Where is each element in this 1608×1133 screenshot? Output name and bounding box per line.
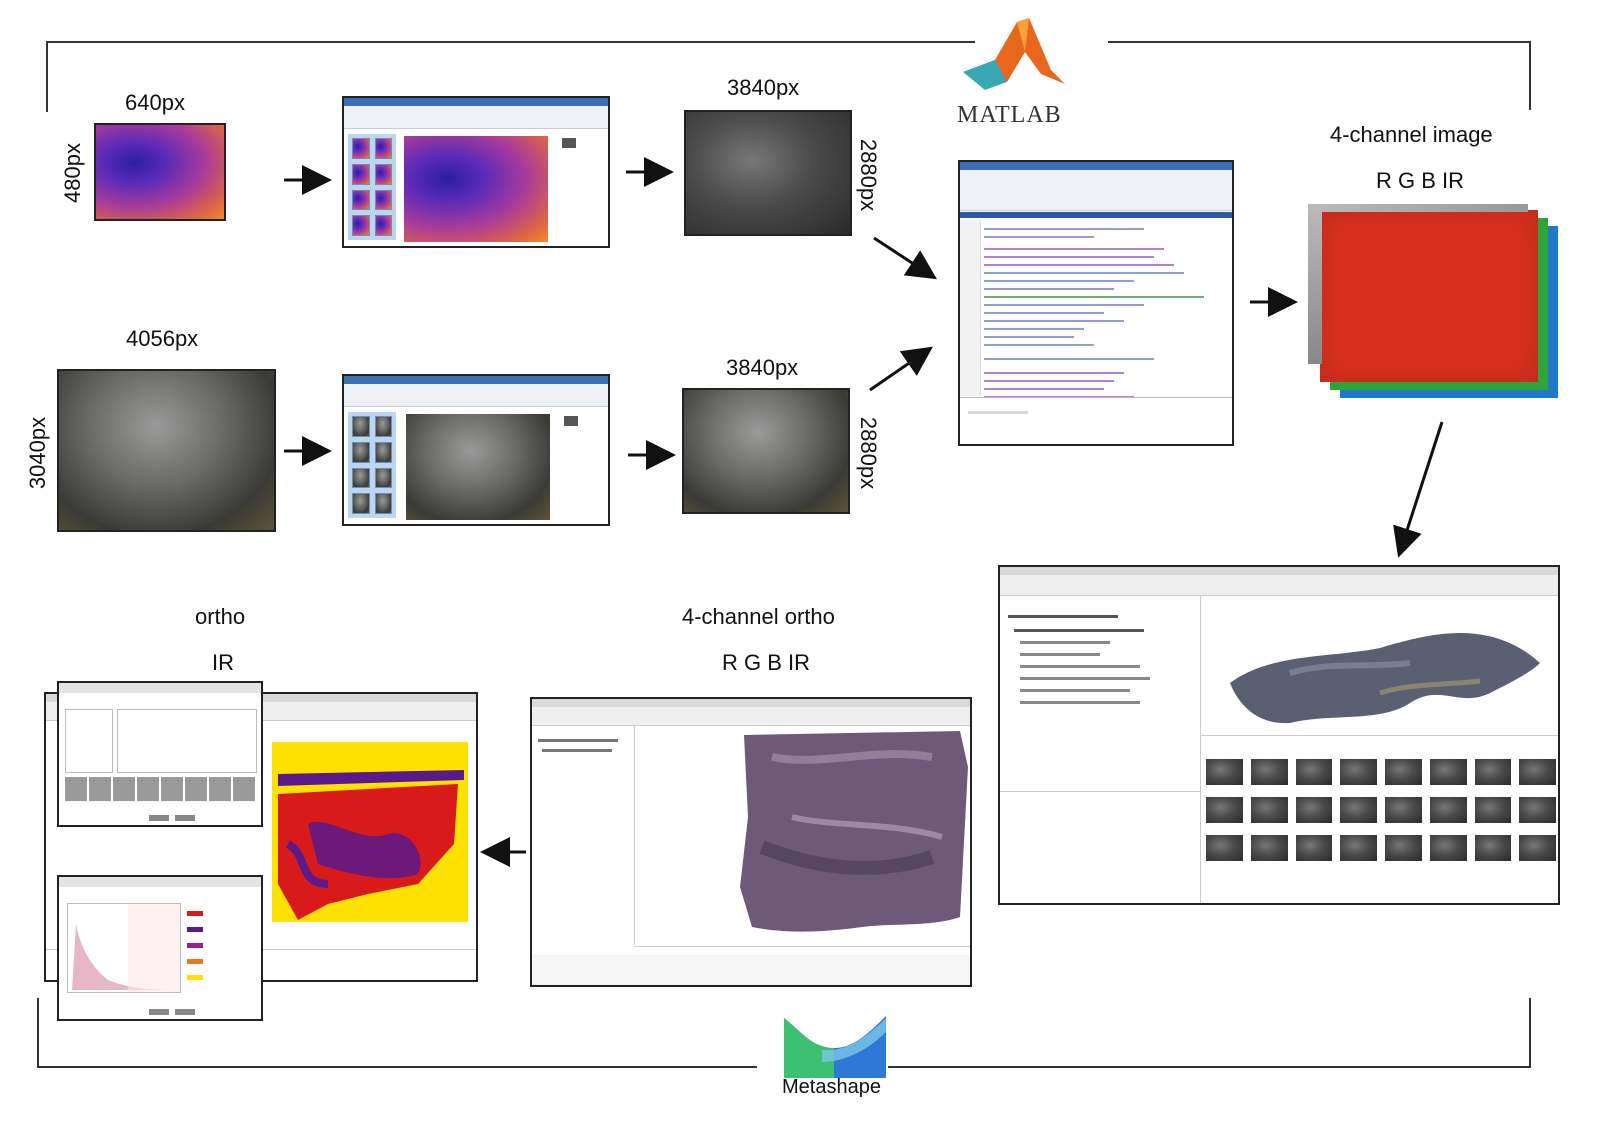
thermal-output-width-label: 3840px — [727, 75, 800, 100]
matlab-logo-text: MATLAB — [957, 102, 1062, 128]
four-channel-ortho-title: 4-channel ortho — [682, 604, 835, 629]
thermal-processing-window — [342, 96, 610, 248]
rgb-processing-window — [342, 374, 610, 526]
thermal-output-image — [684, 110, 852, 236]
rgb-output-image — [682, 388, 850, 514]
four-channel-image-stack — [1308, 204, 1560, 404]
four-channel-image-title: 4-channel image — [1330, 122, 1493, 147]
thermal-input-image — [94, 123, 226, 221]
thermal-output-height-label: 2880px — [856, 138, 881, 212]
raster-calculator-dialog-bottom — [57, 875, 263, 1021]
four-channel-image-bands: R G B IR — [1376, 168, 1465, 193]
rgb-input-width-label: 4056px — [126, 326, 199, 351]
rgb-input-height-label: 3040px — [25, 416, 50, 490]
thermal-input-width-label: 640px — [125, 90, 185, 115]
four-channel-ortho-bands: R G B IR — [722, 650, 811, 675]
ir-ortho-title: ortho — [195, 604, 246, 629]
matlab-logo-icon — [963, 18, 1065, 90]
metashape-logo: Metashape — [782, 1012, 888, 1104]
metashape-logo-text: Metashape — [782, 1076, 881, 1098]
metashape-photo-grid — [1206, 759, 1556, 861]
matlab-editor-window — [958, 160, 1234, 446]
ir-ortho-bands: IR — [212, 650, 234, 675]
matlab-logo: MATLAB — [955, 12, 1075, 132]
rgb-output-width-label: 3840px — [726, 355, 799, 380]
rgb-input-image — [57, 369, 276, 532]
metashape-logo-icon — [784, 1016, 886, 1078]
rgb-output-height-label: 2880px — [856, 416, 881, 490]
metashape-alignment-window — [998, 565, 1560, 905]
four-channel-ortho-window — [530, 697, 972, 987]
raster-calculator-dialog-top — [57, 681, 263, 827]
